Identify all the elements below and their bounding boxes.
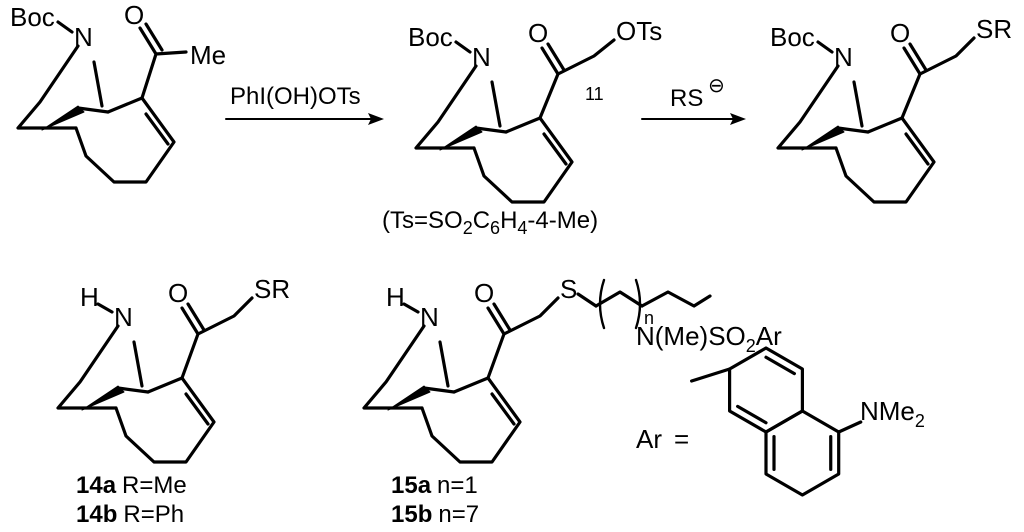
ketone-bonds [538,38,616,120]
negative-charge-symbol: ⊖ [708,75,725,97]
chain-bonds [640,290,712,308]
nitrogen-label: N [74,22,93,52]
bridge-bond [422,386,456,394]
compound-15-structure: HN O S [362,274,577,464]
double-bond-a2 [736,404,768,425]
sr-group-label: SR [254,274,290,304]
ar-attachment-bond [690,367,732,383]
nitrogen-label: N [472,42,491,72]
nme2-label: NMe2 [860,396,925,431]
naphthalene-ring-a [728,346,804,434]
nitrogen-label: N [114,302,133,332]
compound-number-11: 11 [585,84,604,104]
ketone-bonds [138,22,188,100]
carbonyl-oxygen-label: O [890,18,910,48]
ring-bonds [414,64,574,204]
boc-bond [454,40,472,54]
reagent-thiolate: RS [670,85,703,112]
bridge-bond [76,106,110,114]
boc-group-label: Boc [408,22,453,52]
boc-bond [816,40,834,54]
carbonyl-oxygen-label: O [124,0,144,30]
ring-bonds [56,324,216,464]
nme2-bond [837,420,863,434]
ketone-bonds [900,36,976,120]
chain-bond-s [576,292,598,308]
right-parenthesis [634,278,642,330]
arrow-2 [641,113,746,125]
nitrogen-label: N [834,42,853,72]
hydrogen-label: H [80,282,99,312]
thioether-linker-chain: n [576,278,712,330]
bridge-bond [116,386,150,394]
ring-bonds [776,64,936,204]
tosyl-definition: (Ts=SO2C6H4-4-Me) [382,207,598,238]
ring-bonds [16,44,176,184]
hydrogen-label: H [386,282,405,312]
tosylate-label: OTs [616,16,662,46]
boc-group-label: Boc [770,22,815,52]
double-bond-a1 [764,355,796,376]
nh-bond [96,302,114,314]
bridge-bond [836,126,870,134]
bridge-bond [474,126,508,134]
repeat-count-label: n [644,308,654,328]
carbonyl-oxygen-label: O [528,18,548,48]
ketone-bonds [180,296,254,380]
carbonyl-oxygen-label: O [168,278,188,308]
carbonyl-oxygen-label: O [474,278,494,308]
dansyl-naphthalene-ring [690,346,863,497]
sulfur-label: S [560,274,577,304]
compound-14-structure: HN O SR [56,274,290,464]
nitrogen-label: N [420,302,439,332]
naphthalene-ring-b [764,409,841,497]
reagent-phioh-ots: PhI(OH)OTs [230,83,361,110]
ring-bonds [362,324,522,464]
boc-bond [56,20,74,34]
nh-bond [402,302,420,314]
ar-equals-sign: = [674,424,689,454]
methyl-label: Me [190,40,226,70]
n-sulfonamide-label: N(Me)SO2Ar [636,321,782,356]
arrow-1 [225,113,384,125]
repeat-unit-bond [594,290,644,308]
sr-group-label: SR [976,14,1012,44]
ar-label: Ar [636,424,662,454]
ketone-bonds [486,296,560,380]
boc-group-label: Boc [10,2,55,32]
